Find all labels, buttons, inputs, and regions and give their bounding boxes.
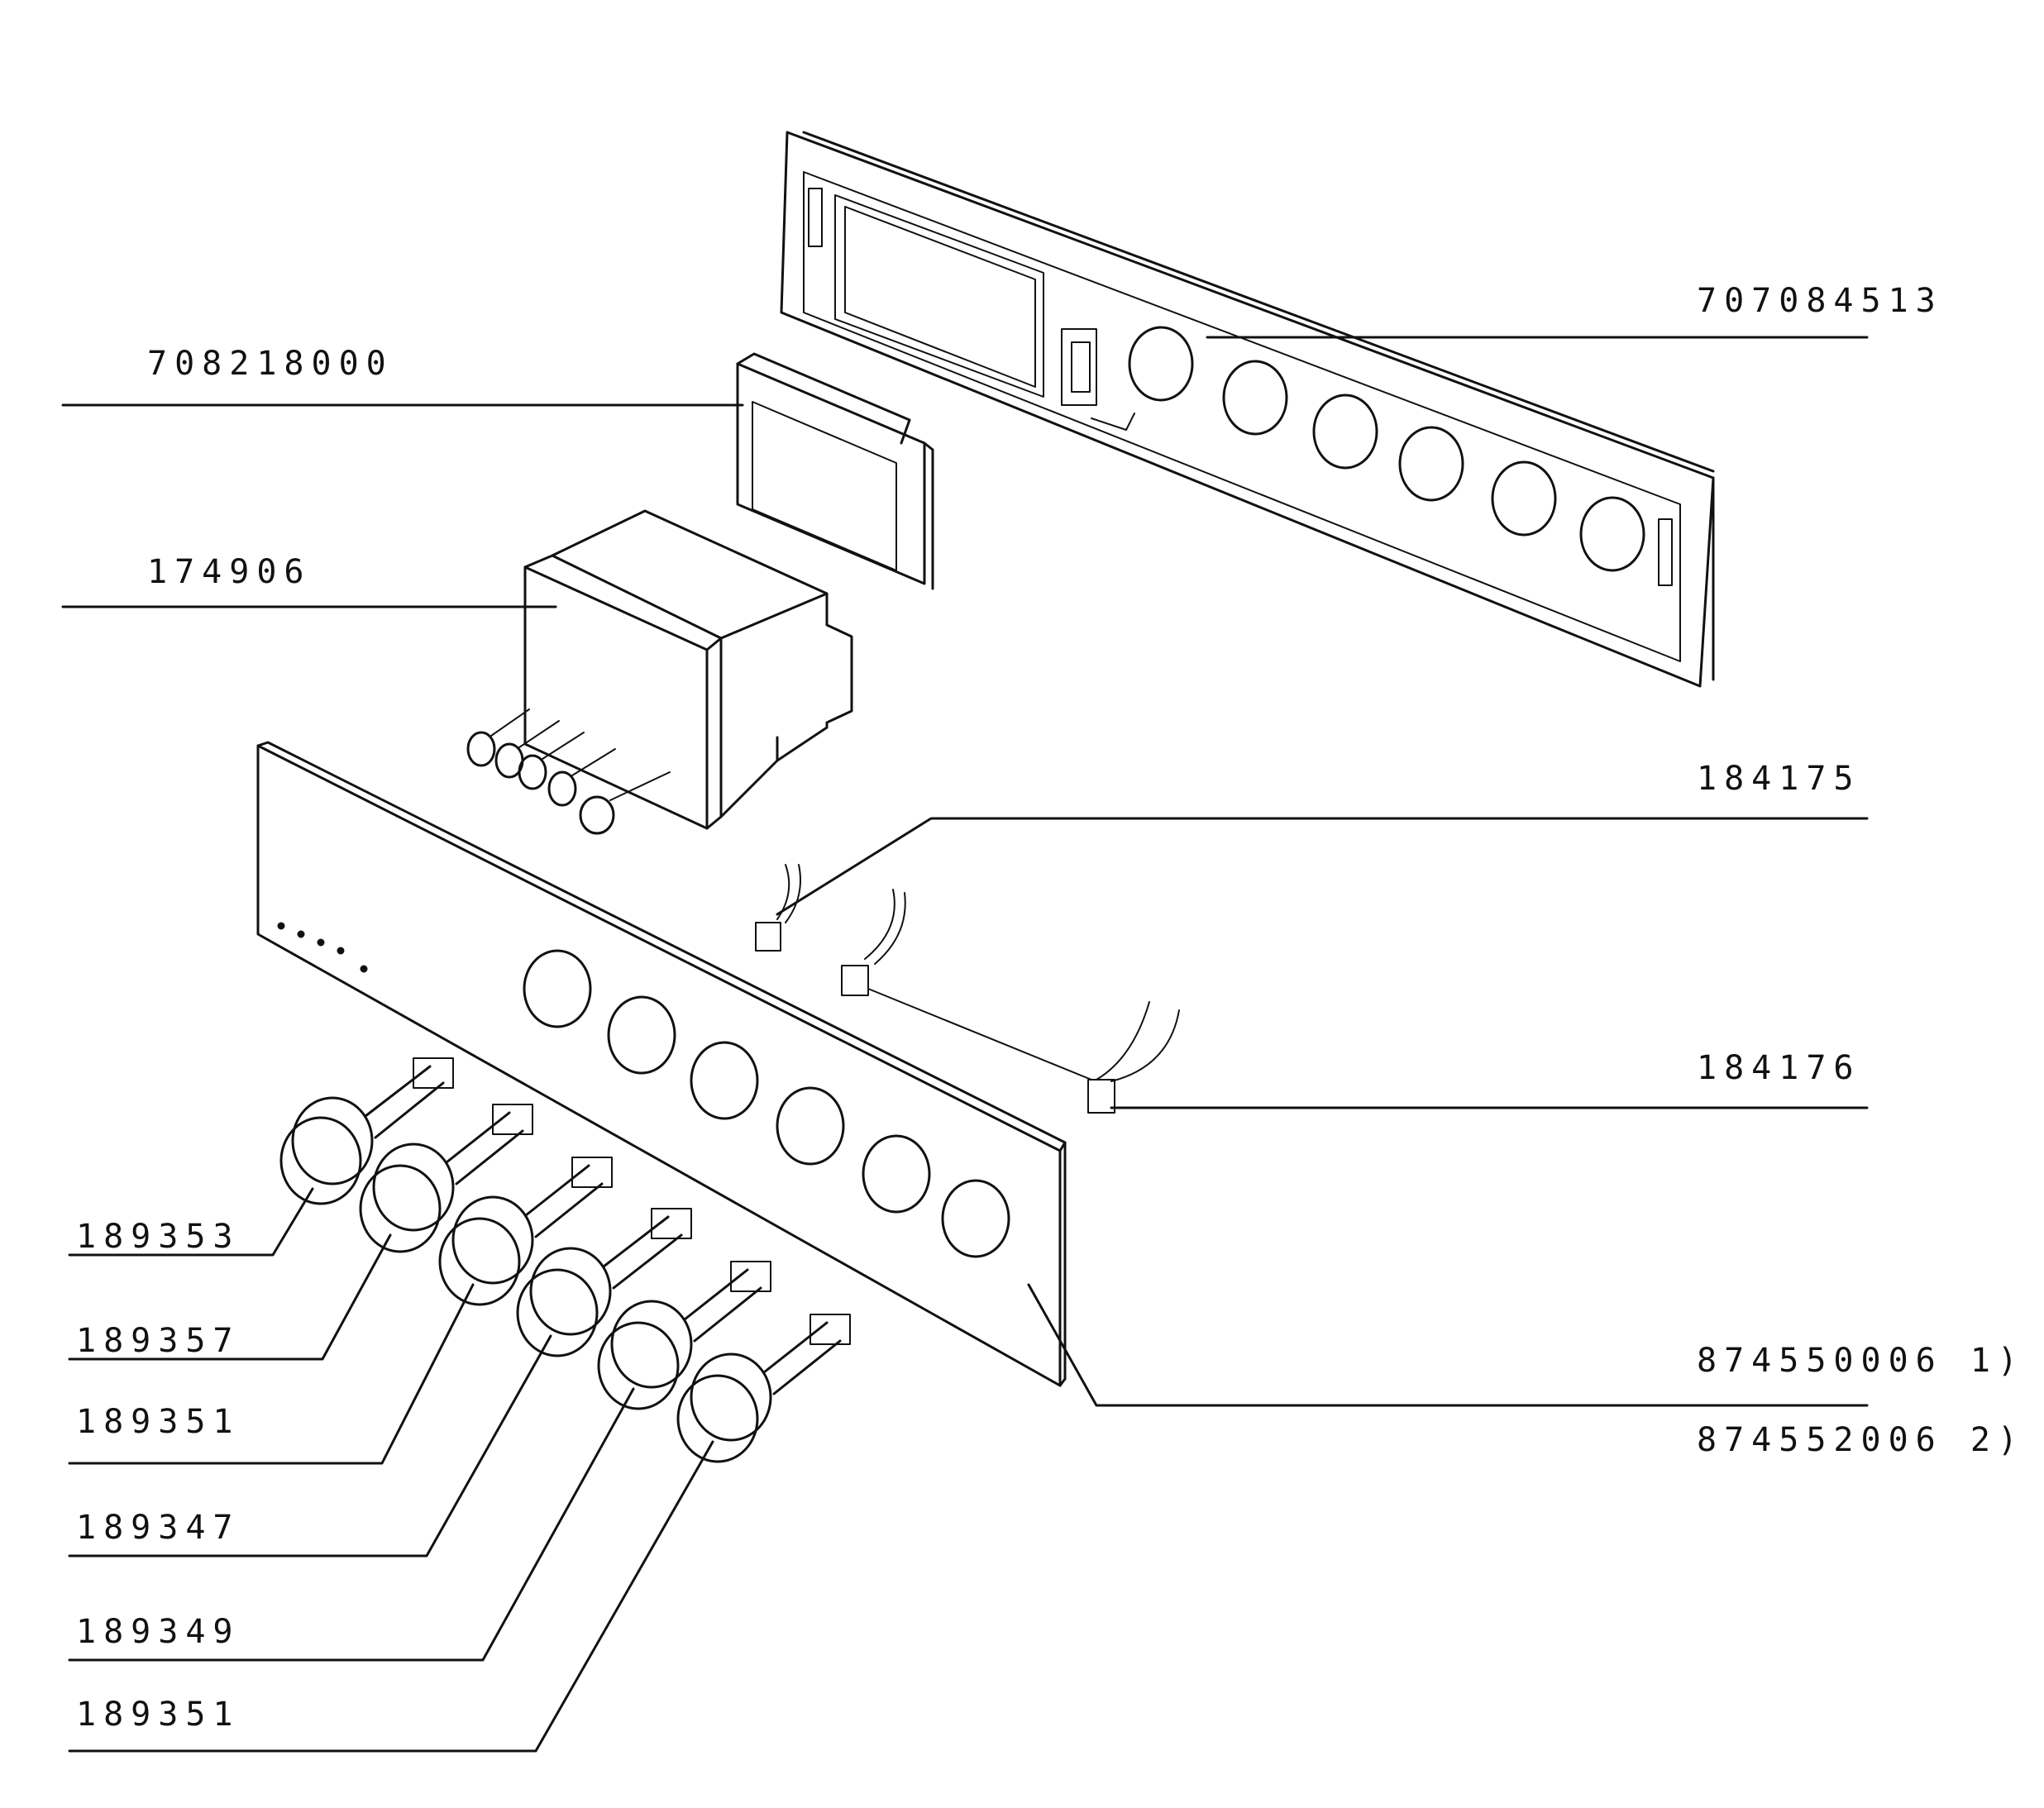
knob-1 bbox=[279, 1057, 454, 1205]
knob-6 bbox=[676, 1314, 851, 1463]
label-184176: 184176 bbox=[1697, 1049, 1861, 1087]
label-189357: 189357 bbox=[76, 1322, 241, 1360]
leader-lines bbox=[61, 336, 1869, 1753]
knob-4 bbox=[516, 1208, 692, 1357]
label-174906: 174906 bbox=[147, 553, 312, 591]
display-frame bbox=[736, 352, 934, 590]
timer-module bbox=[466, 509, 853, 835]
knob-set bbox=[279, 1057, 851, 1463]
label-874550006: 874550006 1) bbox=[1697, 1342, 2025, 1380]
label-189347: 189347 bbox=[76, 1509, 241, 1547]
lamp-holders bbox=[755, 864, 1180, 1114]
label-189351: 189351 bbox=[76, 1403, 241, 1441]
label-189351-b: 189351 bbox=[76, 1696, 241, 1734]
knob-3 bbox=[438, 1157, 613, 1306]
label-189349: 189349 bbox=[76, 1613, 241, 1651]
label-184175: 184175 bbox=[1697, 760, 1861, 798]
label-707084513: 707084513 bbox=[1697, 282, 1943, 320]
control-panel-frame bbox=[780, 131, 1715, 688]
label-874552006: 874552006 2) bbox=[1697, 1421, 2025, 1459]
knob-5 bbox=[597, 1261, 771, 1410]
label-189353: 189353 bbox=[76, 1218, 241, 1256]
knob-2 bbox=[359, 1104, 533, 1253]
label-708218000: 708218000 bbox=[147, 345, 394, 383]
front-panel bbox=[256, 741, 1067, 1387]
